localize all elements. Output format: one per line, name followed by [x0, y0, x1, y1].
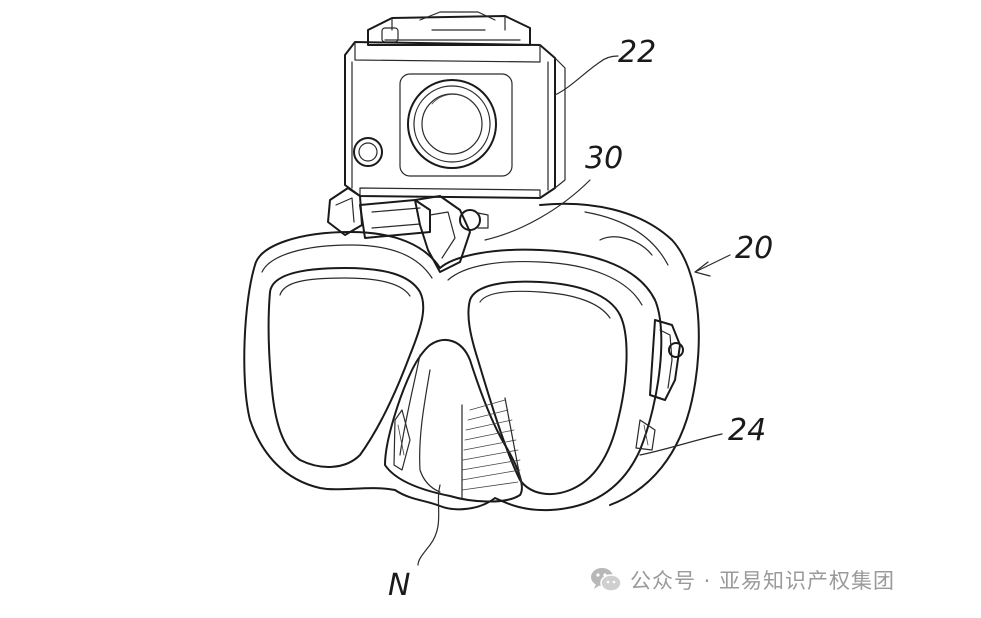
dive-mask	[243, 202, 700, 512]
strap-buckle	[635, 319, 684, 451]
watermark-text: 公众号 · 亚易知识产权集团	[630, 569, 896, 593]
wechat-icon	[591, 568, 622, 592]
nose-ridges	[461, 397, 523, 499]
label-24: 24	[728, 413, 766, 448]
camera-mount	[327, 187, 489, 273]
label-30: 30	[585, 141, 623, 176]
label-n: N	[388, 568, 410, 603]
label-20: 20	[735, 231, 773, 266]
leader-lines	[417, 55, 731, 566]
label-22: 22	[618, 35, 656, 70]
watermark: 公众号 · 亚易知识产权集团	[590, 563, 895, 597]
camera-body	[344, 11, 566, 199]
